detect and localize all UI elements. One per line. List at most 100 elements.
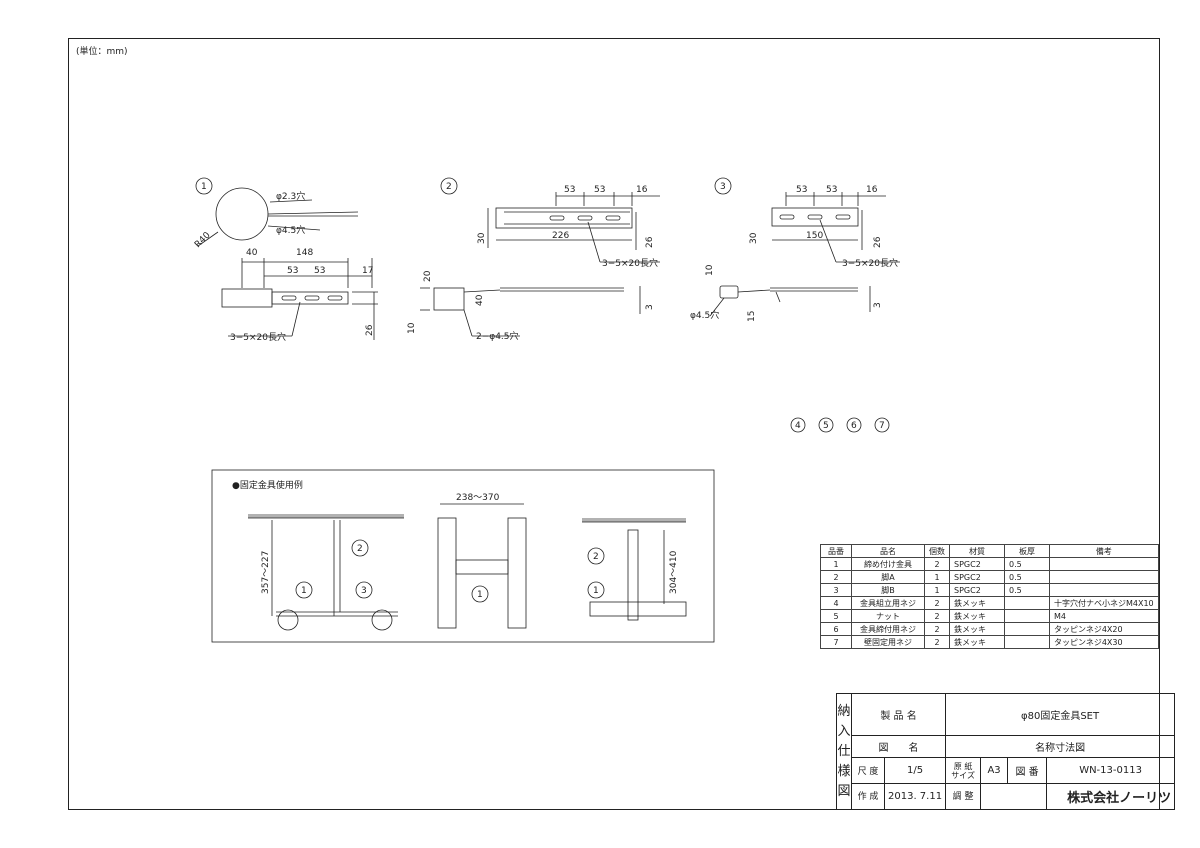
fig1-slot: 3−5×20長穴	[230, 331, 286, 343]
usage-marker-2: 2	[357, 544, 363, 554]
usage-title: ●固定金具使用例	[232, 481, 303, 491]
part-qty: 2	[924, 557, 950, 571]
fig1-radius: R40	[193, 230, 213, 250]
part-name: 壁固定用ネジ	[851, 635, 925, 649]
part-name: 金具締付用ネジ	[851, 622, 925, 636]
part6-marker-circle	[846, 417, 862, 433]
usage-range-height: 357〜227	[261, 551, 271, 594]
usage-marker-2b: 2	[593, 552, 599, 562]
part-no: 7	[820, 635, 852, 649]
fig1-dim-17: 17	[362, 266, 373, 276]
title-side-label: 納 入 仕 様 図	[836, 693, 852, 810]
fig3-dim-10: 10	[705, 264, 715, 276]
part-material: 鉄メッキ	[949, 596, 1005, 610]
fig3-hole: φ4.5穴	[690, 309, 719, 321]
fig1-d-small: φ2.3穴	[276, 190, 305, 202]
drawing-label: 図 名	[850, 735, 947, 758]
part-note: タッピンネジ4X20	[1049, 622, 1159, 636]
fig2-dim-30: 30	[477, 232, 487, 244]
part7-marker-circle	[874, 417, 890, 433]
part-material: SPGC2	[949, 570, 1005, 584]
part-note: M4	[1049, 609, 1159, 623]
fig1-dim-148: 148	[296, 248, 313, 258]
part-thickness	[1004, 635, 1050, 649]
fig2-slot: 3−5×20長穴	[602, 257, 658, 269]
made-label: 作 成	[851, 783, 885, 810]
fig2-dim-53a: 53	[564, 185, 575, 195]
part-no: 2	[820, 570, 852, 584]
usage-range-width: 238〜370	[456, 493, 500, 503]
part-name: 脚A	[851, 570, 925, 584]
part-qty: 2	[924, 622, 950, 636]
usage-marker-1a: 1	[301, 586, 307, 596]
fig3-dim-15: 15	[747, 311, 757, 322]
side-char-5: 図	[837, 783, 851, 799]
side-char-1: 納	[837, 703, 851, 719]
usage-range-height2: 304〜410	[669, 550, 679, 594]
parts-header-qty: 個数	[924, 544, 950, 558]
fig1-dim-26: 26	[365, 324, 375, 336]
fig2-dim-53b: 53	[594, 185, 605, 195]
drawing-sheet-border	[68, 38, 1160, 810]
fig2-dim-3: 3	[645, 304, 655, 310]
fig3-dim-3: 3	[873, 302, 883, 308]
part-qty: 2	[924, 596, 950, 610]
part-qty: 2	[924, 609, 950, 623]
part-note	[1049, 557, 1159, 571]
fig3-dim-53b: 53	[826, 185, 837, 195]
part-name: 脚B	[851, 583, 925, 597]
part-thickness	[1004, 609, 1050, 623]
part-thickness: 0.5	[1004, 583, 1050, 597]
fig3-slot: 3−5×20長穴	[842, 257, 898, 269]
part4-marker-text: 4	[795, 421, 801, 431]
part-no: 1	[820, 557, 852, 571]
usage-frame	[211, 469, 715, 643]
part-material: SPGC2	[949, 557, 1005, 571]
part-thickness: 0.5	[1004, 557, 1050, 571]
drawing-value: 名称寸法図	[945, 735, 1176, 758]
company-name: 株式会社ノーリツ	[1046, 783, 1176, 810]
fig1-marker-circle	[195, 177, 213, 195]
part4-marker-circle	[790, 417, 806, 433]
part-thickness	[1004, 622, 1050, 636]
part-qty: 2	[924, 635, 950, 649]
fig3-dim-16: 16	[866, 185, 878, 195]
fig1-dim-40: 40	[246, 248, 258, 258]
scale-label: 尺 度	[851, 757, 885, 784]
fig2-dim-26: 26	[645, 236, 655, 248]
made-value: 2013. 7.11	[883, 783, 947, 810]
part-note	[1049, 583, 1159, 597]
part-material: 鉄メッキ	[949, 635, 1005, 649]
parts-header-thickness: 板厚	[1004, 544, 1050, 558]
usage-marker-3: 3	[361, 586, 367, 596]
part-note: タッピンネジ4X30	[1049, 635, 1159, 649]
fig2-dim-226: 226	[552, 231, 569, 241]
fig1-d-large: φ4.5穴	[276, 224, 305, 236]
part-thickness: 0.5	[1004, 570, 1050, 584]
part-qty: 1	[924, 583, 950, 597]
part5-marker-text: 5	[823, 421, 829, 431]
part-qty: 1	[924, 570, 950, 584]
fig2-dim-40: 40	[475, 294, 485, 306]
fig3-dim-53a: 53	[796, 185, 807, 195]
part-name: 金具組立用ネジ	[851, 596, 925, 610]
parts-header-material: 材質	[949, 544, 1005, 558]
part6-marker-text: 6	[851, 421, 857, 431]
fig3-dim-30: 30	[749, 232, 759, 244]
side-char-3: 仕	[837, 743, 851, 759]
part5-marker-circle	[818, 417, 834, 433]
part-no: 3	[820, 583, 852, 597]
product-label: 製 品 名	[850, 693, 947, 736]
paper-value: A3	[980, 757, 1009, 784]
title-block: 納 入 仕 様 図 製 品 名 φ80固定金具SET 図 名 名称寸法図 尺 度…	[836, 693, 1176, 810]
fig1-clamp-circle	[215, 187, 269, 241]
part-no: 4	[820, 596, 852, 610]
